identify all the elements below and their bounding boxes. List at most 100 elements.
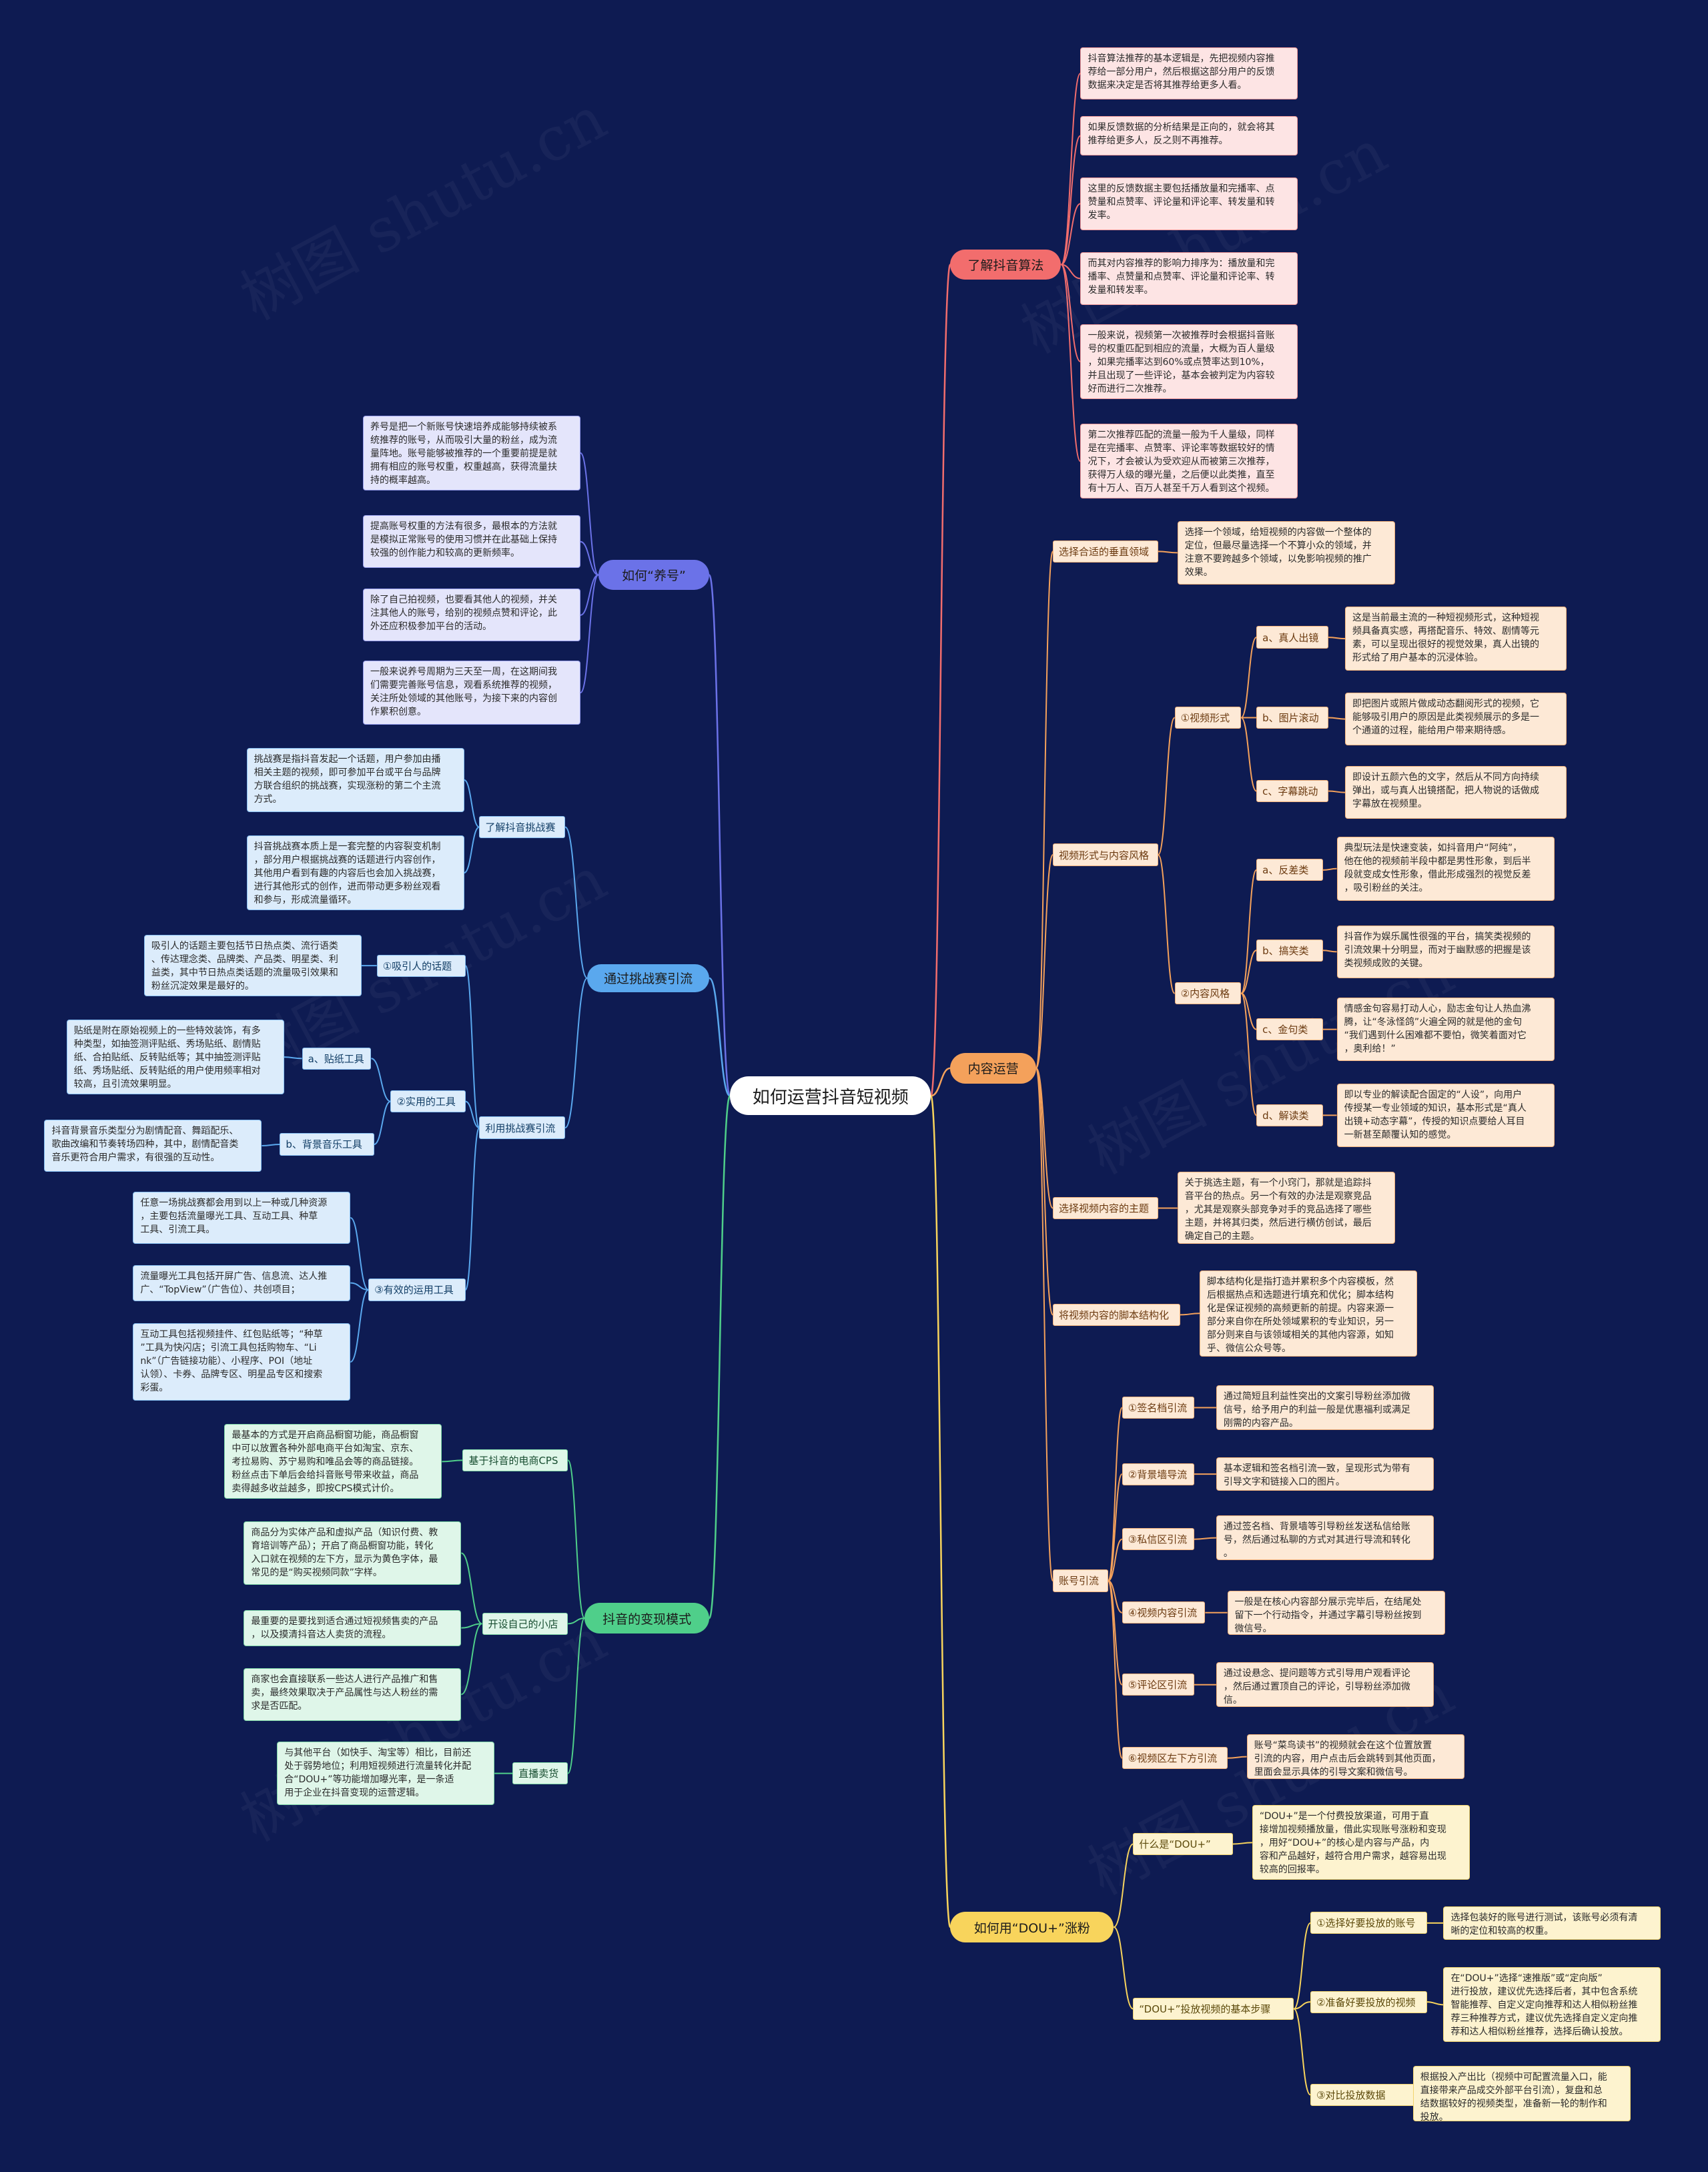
traffic-method[interactable]: ⑥视频区左下方引流 bbox=[1122, 1747, 1228, 1770]
l bbox=[464, 826, 480, 874]
subtopic-shop[interactable]: 开设自己的小店 bbox=[482, 1612, 568, 1635]
dou-step[interactable]: ②准备好要投放的视频 bbox=[1310, 1990, 1427, 2013]
video-form-item[interactable]: a、真人出镜 bbox=[1256, 626, 1329, 649]
l bbox=[350, 1289, 369, 1363]
l bbox=[1158, 551, 1178, 554]
content-style-item[interactable]: b、搞笑类 bbox=[1256, 939, 1323, 962]
subtopic-learn-challenge[interactable]: 了解抖音挑战赛 bbox=[479, 815, 566, 839]
subtopic-video-form[interactable]: ①视频形式 bbox=[1174, 706, 1242, 729]
algorithm-note: 而其对内容推荐的影响力排序为：播放量和完 播率、点赞量和点赞率、评论量和评论率、… bbox=[1080, 252, 1298, 305]
nurturing-note: 提高账号权重的方法有很多，最根本的方法就 是模拟正常账号的使用习惯并在此基础上保… bbox=[362, 515, 580, 569]
traffic-method[interactable]: ④视频内容引流 bbox=[1122, 1601, 1206, 1624]
link-algorithm-note bbox=[1060, 73, 1082, 266]
traffic-method[interactable]: ①签名档引流 bbox=[1122, 1396, 1194, 1419]
video-form-note: 这是当前最主流的一种短视频形式，这种短视 频具备真实感，再搭配音乐、特效、剧情等… bbox=[1345, 607, 1567, 671]
l bbox=[579, 574, 599, 694]
algorithm-note: 这里的反馈数据主要包括播放量和完播率、点 赞量和点赞率、评论量和评论率、转发量和… bbox=[1080, 177, 1298, 230]
l bbox=[564, 977, 588, 1129]
l bbox=[580, 574, 599, 616]
dou-step[interactable]: ③对比投放数据 bbox=[1310, 2083, 1427, 2106]
l bbox=[1240, 950, 1257, 994]
traffic-method[interactable]: ②背景墙导流 bbox=[1122, 1463, 1194, 1485]
l bbox=[568, 1617, 585, 1625]
subtopic-form-style[interactable]: 视频形式与内容风格 bbox=[1052, 843, 1158, 866]
l bbox=[1108, 1407, 1123, 1581]
l bbox=[579, 452, 599, 576]
effective-note: 流量曝光工具包括开屏广告、信息流、达人推 广、“TopView”（广告位）、共创… bbox=[133, 1264, 351, 1301]
subtopic-content-style[interactable]: ②内容风格 bbox=[1174, 982, 1242, 1005]
subtopic-use-challenge[interactable]: 利用挑战赛引流 bbox=[479, 1116, 566, 1139]
subtopic-what-dou[interactable]: 什么是“DOU+” bbox=[1133, 1832, 1233, 1856]
algorithm-note: 一般来说，视频第一次被推荐时会根据抖音账 号的权重匹配到相应的流量，大概为百人量… bbox=[1080, 324, 1298, 399]
traffic-method[interactable]: ③私信区引流 bbox=[1122, 1528, 1194, 1551]
branch-monetization[interactable]: 抖音的变现模式 bbox=[584, 1603, 710, 1634]
subtopic-dou-steps[interactable]: “DOU+”投放视频的基本步骤 bbox=[1133, 1997, 1294, 2021]
subtopic-script[interactable]: 将视频内容的脚本结构化 bbox=[1052, 1303, 1180, 1326]
link-algorithm-note bbox=[1060, 264, 1082, 362]
dou-step[interactable]: ①选择好要投放的账号 bbox=[1310, 1912, 1427, 1934]
l bbox=[1293, 1922, 1312, 2010]
content-style-item[interactable]: a、反差类 bbox=[1256, 859, 1323, 881]
cps-note: 最基本的方式是开启商品橱窗功能，商品橱窗 中可以放置各种外部电商平台如淘宝、京东… bbox=[224, 1424, 442, 1499]
traffic-note: 基本逻辑和签名档引流一致，呈现形式为带有 引导文字和链接入口的图片。 bbox=[1216, 1457, 1434, 1491]
link-root-nurture bbox=[708, 574, 731, 1097]
branch-content-ops[interactable]: 内容运营 bbox=[950, 1052, 1037, 1084]
traffic-note: 通过签名档、背景墙等引导粉丝发送私信给账 号，然后通过私聊的方式对其进行导流和转… bbox=[1216, 1515, 1434, 1560]
sticker-tool-note: 贴纸是附在原始视频上的一些特效装饰，有多 种类型，如抽签测评贴纸、秀场贴纸、剧情… bbox=[66, 1020, 284, 1095]
l bbox=[564, 826, 588, 979]
subtopic-live-selling[interactable]: 直播卖货 bbox=[512, 1762, 568, 1785]
l bbox=[465, 1100, 480, 1129]
l bbox=[1194, 1537, 1216, 1540]
script-note: 脚本结构化是指打造并累积多个内容模板，然 后根据热点和选题进行填充和优化；脚本结… bbox=[1200, 1270, 1417, 1357]
link-algorithm-note bbox=[1061, 264, 1081, 280]
nurturing-note: 养号是把一个新账号快速培养成能够持续被系 统推荐的账号，从而吸引大量的粉丝，成为… bbox=[362, 415, 580, 490]
root-topic[interactable]: 如何运营抖音短视频 bbox=[730, 1076, 931, 1116]
what-dou-note: “DOU+”是一个付费投放渠道，可用于直 接增加视频播放量，借此实现账号涨粉和变… bbox=[1252, 1805, 1470, 1880]
subtopic-topic[interactable]: 选择视频内容的主题 bbox=[1052, 1196, 1158, 1220]
video-form-item[interactable]: b、图片滚动 bbox=[1256, 706, 1329, 729]
branch-algorithm[interactable]: 了解抖音算法 bbox=[950, 249, 1061, 280]
branch-challenge[interactable]: 通过挑战赛引流 bbox=[587, 964, 710, 992]
nurturing-note: 一般来说养号周期为三天至一周，在这期间我 们需要完善账号信息，观看系统推荐的视频… bbox=[362, 661, 580, 725]
link-algorithm-note bbox=[1060, 264, 1082, 462]
l bbox=[1113, 1843, 1134, 1928]
nurturing-note: 除了自己拍视频，也要看其他人的视频，并关 注其他人的账号，给别的视频点赞和评论，… bbox=[362, 589, 580, 642]
l bbox=[350, 1282, 369, 1291]
content-style-note: 即以专业的解读配合固定的“人设”，向用户 传授某一专业领域的知识，基本形式是“真… bbox=[1336, 1083, 1555, 1148]
traffic-method[interactable]: ⑤评论区引流 bbox=[1122, 1674, 1194, 1696]
challenge-tools[interactable]: ②实用的工具 bbox=[390, 1090, 466, 1113]
subtopic-traffic[interactable]: 账号引流 bbox=[1052, 1569, 1108, 1592]
dou-step-note: 选择包装好的账号进行测试，该账号必须有清 晰的定位和较高的权重。 bbox=[1443, 1906, 1661, 1940]
algorithm-note: 抖音算法推荐的基本逻辑是，先把视频内容推 荐给一部分用户，然后根据这部分用户的反… bbox=[1080, 47, 1298, 100]
challenge-topic[interactable]: ①吸引人的话题 bbox=[376, 954, 466, 977]
sticker-tool[interactable]: a、贴纸工具 bbox=[302, 1047, 372, 1070]
branch-dou-plus[interactable]: 如何用“DOU+”涨粉 bbox=[950, 1912, 1114, 1942]
branch-account-nurturing[interactable]: 如何“养号” bbox=[598, 559, 710, 591]
l bbox=[464, 1127, 480, 1291]
shop-note: 最重要的是要找到适合通过短视频售卖的产品 ，以及摸清抖音达人卖货的流程。 bbox=[244, 1609, 462, 1646]
video-form-item[interactable]: c、字幕跳动 bbox=[1256, 779, 1329, 803]
l bbox=[1322, 867, 1337, 871]
effective-note: 互动工具包括视频挂件、红包贴纸等；“种草 ”工具为快闪店；引流工具包括购物车、“… bbox=[133, 1323, 351, 1401]
l bbox=[1113, 1926, 1134, 2010]
algorithm-note: 如果反馈数据的分析结果是正向的，就会将其 推荐给更多人，反之则不再推荐。 bbox=[1080, 116, 1298, 155]
l bbox=[567, 1459, 586, 1619]
subtopic-vertical[interactable]: 选择合适的垂直领域 bbox=[1052, 540, 1158, 563]
l bbox=[1108, 1473, 1123, 1581]
l bbox=[1240, 869, 1258, 994]
l bbox=[1322, 950, 1337, 953]
link-root-dou bbox=[930, 1095, 951, 1928]
video-form-note: 即设计五颜六色的文字，然后从不同方向持续 弹出，或与真人出镜搭配，把人物说的话做… bbox=[1345, 766, 1567, 819]
l bbox=[1035, 1067, 1053, 1581]
live-selling-note: 与其他平台（如快手、淘宝等）相比，目前还 处于弱势地位；利用短视频进行流量转化并… bbox=[277, 1741, 495, 1806]
content-style-item[interactable]: d、解读类 bbox=[1256, 1104, 1323, 1126]
l bbox=[262, 1143, 280, 1147]
subtopic-cps[interactable]: 基于抖音的电商CPS bbox=[462, 1449, 568, 1471]
l bbox=[1328, 637, 1346, 640]
challenge-effective[interactable]: ③有效的运用工具 bbox=[368, 1279, 466, 1301]
content-style-item[interactable]: c、金句类 bbox=[1256, 1018, 1323, 1041]
l bbox=[1426, 2001, 1444, 2006]
shop-note: 商品分为实体产品和虚拟产品（知识付费、教 育培训等产品）；开启了商品橱窗功能，转… bbox=[244, 1521, 462, 1585]
music-tool[interactable]: b、背景音乐工具 bbox=[280, 1133, 374, 1156]
l bbox=[460, 1552, 482, 1625]
